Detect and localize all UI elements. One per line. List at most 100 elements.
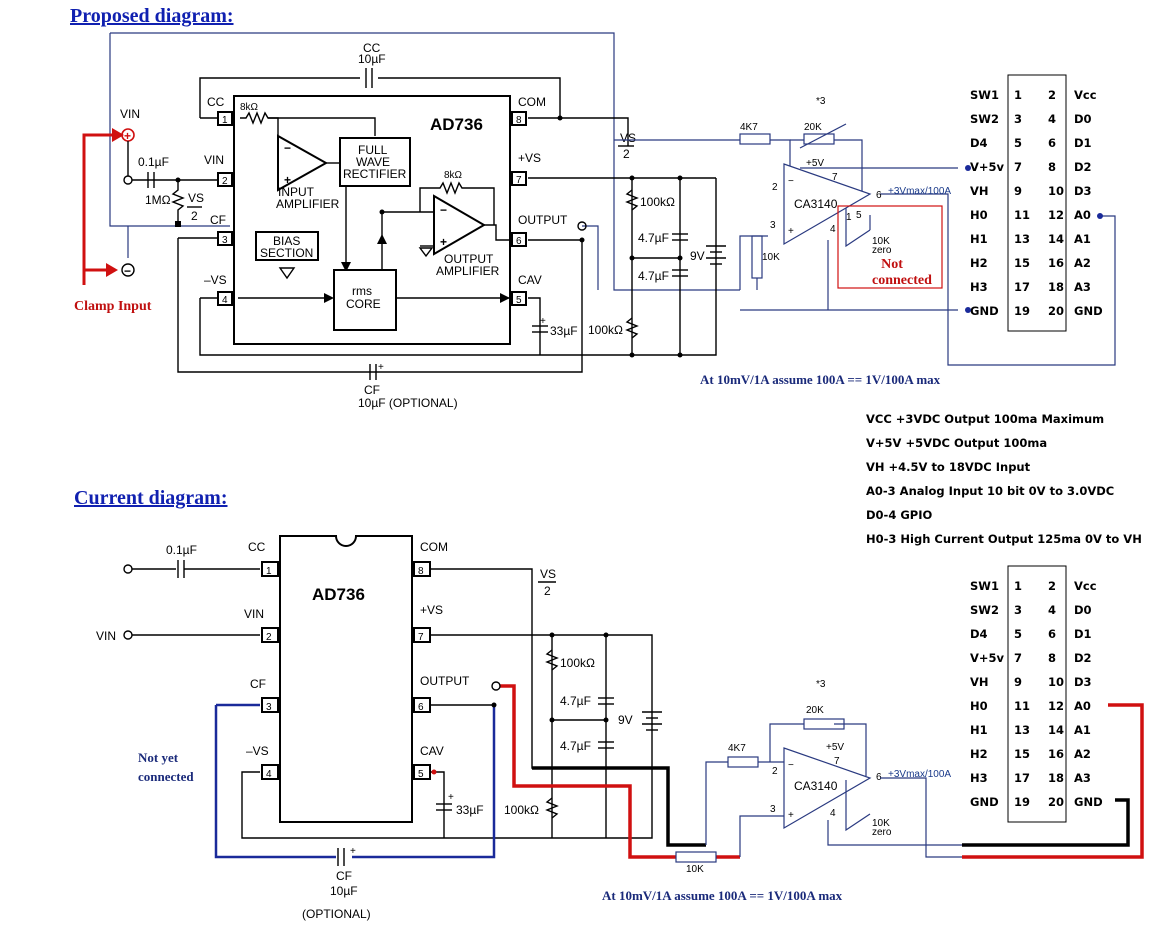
- svg-text:−: −: [124, 264, 131, 278]
- svg-text:COM: COM: [518, 95, 546, 109]
- header-current-pin-b-4: 10: [1048, 675, 1064, 689]
- header-proposed-pin-a-0: 1: [1014, 88, 1022, 102]
- vin-terminal-current: [123, 630, 133, 640]
- header-proposed-label-right-6: A1: [1074, 232, 1091, 246]
- header-current-pin-a-1: 3: [1014, 603, 1022, 617]
- svg-text:2: 2: [191, 209, 198, 223]
- header-current-label-right-0: Vcc: [1074, 579, 1097, 593]
- header-current-label-left-2: D4: [970, 627, 988, 641]
- pin7-box: [511, 171, 527, 186]
- r4k7-current: [727, 756, 759, 768]
- svg-text:20K: 20K: [804, 122, 822, 133]
- ad736-current-body: [279, 535, 413, 823]
- header-proposed-label-right-8: A3: [1074, 280, 1091, 294]
- svg-text:V+5V +5VDC Output 100ma: V+5V +5VDC Output 100ma: [866, 436, 1047, 450]
- pin1-box: [217, 111, 233, 126]
- header-proposed-label-left-4: VH: [970, 184, 989, 198]
- svg-text:BIAS: BIAS: [273, 234, 300, 248]
- svg-text:VIN: VIN: [244, 607, 264, 621]
- header-proposed-label-right-1: D0: [1074, 112, 1092, 126]
- svg-text:OUTPUT: OUTPUT: [420, 674, 470, 688]
- svg-text:100kΩ: 100kΩ: [588, 323, 623, 337]
- svg-text:AMPLIFIER: AMPLIFIER: [276, 197, 340, 211]
- svg-text:33µF: 33µF: [550, 324, 578, 338]
- svg-text:CF: CF: [210, 213, 226, 227]
- not-connected-box: [837, 205, 943, 289]
- header-proposed-pin-a-1: 3: [1014, 112, 1022, 126]
- svg-text:zero: zero: [872, 245, 892, 256]
- header-proposed-pin-a-6: 13: [1014, 232, 1030, 246]
- svg-text:VS: VS: [188, 191, 204, 205]
- header-current-label-left-6: H1: [970, 723, 988, 737]
- header-current-label-right-3: D2: [1074, 651, 1092, 665]
- svg-text:5: 5: [856, 210, 862, 221]
- pin5-box: [511, 291, 527, 306]
- svg-text:7: 7: [418, 632, 424, 643]
- svg-text:1: 1: [222, 115, 228, 126]
- r20k-current: [803, 718, 845, 730]
- svg-text:CC: CC: [207, 95, 225, 109]
- proposed-title: Proposed diagram:: [70, 5, 234, 27]
- pin8-box: [511, 111, 527, 126]
- header-proposed-pin-a-3: 7: [1014, 160, 1022, 174]
- svg-text:−: −: [788, 176, 794, 187]
- svg-text:CA3140: CA3140: [794, 779, 838, 793]
- header-proposed-pin-b-8: 18: [1048, 280, 1064, 294]
- svg-text:7: 7: [832, 172, 838, 183]
- svg-text:zero: zero: [872, 827, 892, 838]
- svg-text:+: +: [448, 792, 454, 803]
- svg-text:CORE: CORE: [346, 297, 381, 311]
- header-proposed-label-left-8: H3: [970, 280, 988, 294]
- header-current-pin-a-7: 15: [1014, 747, 1030, 761]
- header-current-label-left-4: VH: [970, 675, 989, 689]
- header-current-pin-a-5: 11: [1014, 699, 1030, 713]
- svg-text:VIN: VIN: [120, 107, 140, 121]
- header-proposed-label-left-5: H0: [970, 208, 988, 222]
- svg-text:VCC +3VDC Output 100ma Maximum: VCC +3VDC Output 100ma Maximum: [866, 412, 1104, 426]
- header-proposed-label-left-7: H2: [970, 256, 988, 270]
- header-proposed-pin-b-2: 6: [1048, 136, 1056, 150]
- svg-text:6: 6: [876, 190, 882, 201]
- svg-text:VS: VS: [540, 567, 556, 581]
- svg-text:+: +: [124, 129, 131, 143]
- header-current-label-left-5: H0: [970, 699, 988, 713]
- svg-text:6: 6: [418, 702, 424, 713]
- rms-core-block: [333, 269, 397, 331]
- svg-text:*3: *3: [816, 96, 826, 107]
- svg-text:10K: 10K: [762, 252, 780, 263]
- header-current-pin-b-9: 20: [1048, 795, 1064, 809]
- header-proposed-label-right-9: GND: [1074, 304, 1103, 318]
- header-proposed-pin-b-4: 10: [1048, 184, 1064, 198]
- header-current-pin-b-2: 6: [1048, 627, 1056, 641]
- ca3140-current-triangle: [783, 747, 872, 830]
- clamp-minus-terminal: [121, 263, 135, 277]
- svg-text:+: +: [378, 362, 384, 373]
- proposed-diagram: AD736 1 2 3 4 8 7 6 5 CC VIN CF –VS COM …: [74, 32, 1116, 410]
- svg-text:CAV: CAV: [518, 273, 542, 287]
- svg-text:*3: *3: [816, 679, 826, 690]
- svg-text:1: 1: [846, 212, 852, 223]
- svg-text:1: 1: [266, 566, 272, 577]
- header-proposed-label-right-7: A2: [1074, 256, 1091, 270]
- header-proposed-box: [1007, 74, 1067, 332]
- svg-text:4: 4: [830, 224, 836, 235]
- svg-text:10K: 10K: [872, 818, 890, 829]
- current-title: Current diagram:: [74, 487, 228, 509]
- header-proposed-label-right-5: A0: [1074, 208, 1091, 222]
- svg-text:2: 2: [623, 147, 630, 161]
- output-terminal-current: [491, 681, 501, 691]
- svg-text:9V: 9V: [618, 713, 633, 727]
- svg-text:100kΩ: 100kΩ: [560, 656, 595, 670]
- header-current-label-right-4: D3: [1074, 675, 1092, 689]
- input-amp-triangle: [277, 134, 329, 192]
- header-proposed-pin-a-2: 5: [1014, 136, 1022, 150]
- svg-text:0.1µF: 0.1µF: [138, 155, 169, 169]
- svg-text:CC: CC: [363, 41, 381, 55]
- svg-text:A0-3 Analog Input 10 bit 0V to: A0-3 Analog Input 10 bit 0V to 3.0VDC: [866, 484, 1114, 498]
- svg-text:1MΩ: 1MΩ: [145, 193, 171, 207]
- svg-text:4.7µF: 4.7µF: [638, 231, 669, 245]
- svg-text:20K: 20K: [806, 705, 824, 716]
- svg-text:+: +: [350, 846, 356, 857]
- svg-text:CF: CF: [336, 869, 352, 883]
- svg-text:OUTPUT: OUTPUT: [444, 252, 494, 266]
